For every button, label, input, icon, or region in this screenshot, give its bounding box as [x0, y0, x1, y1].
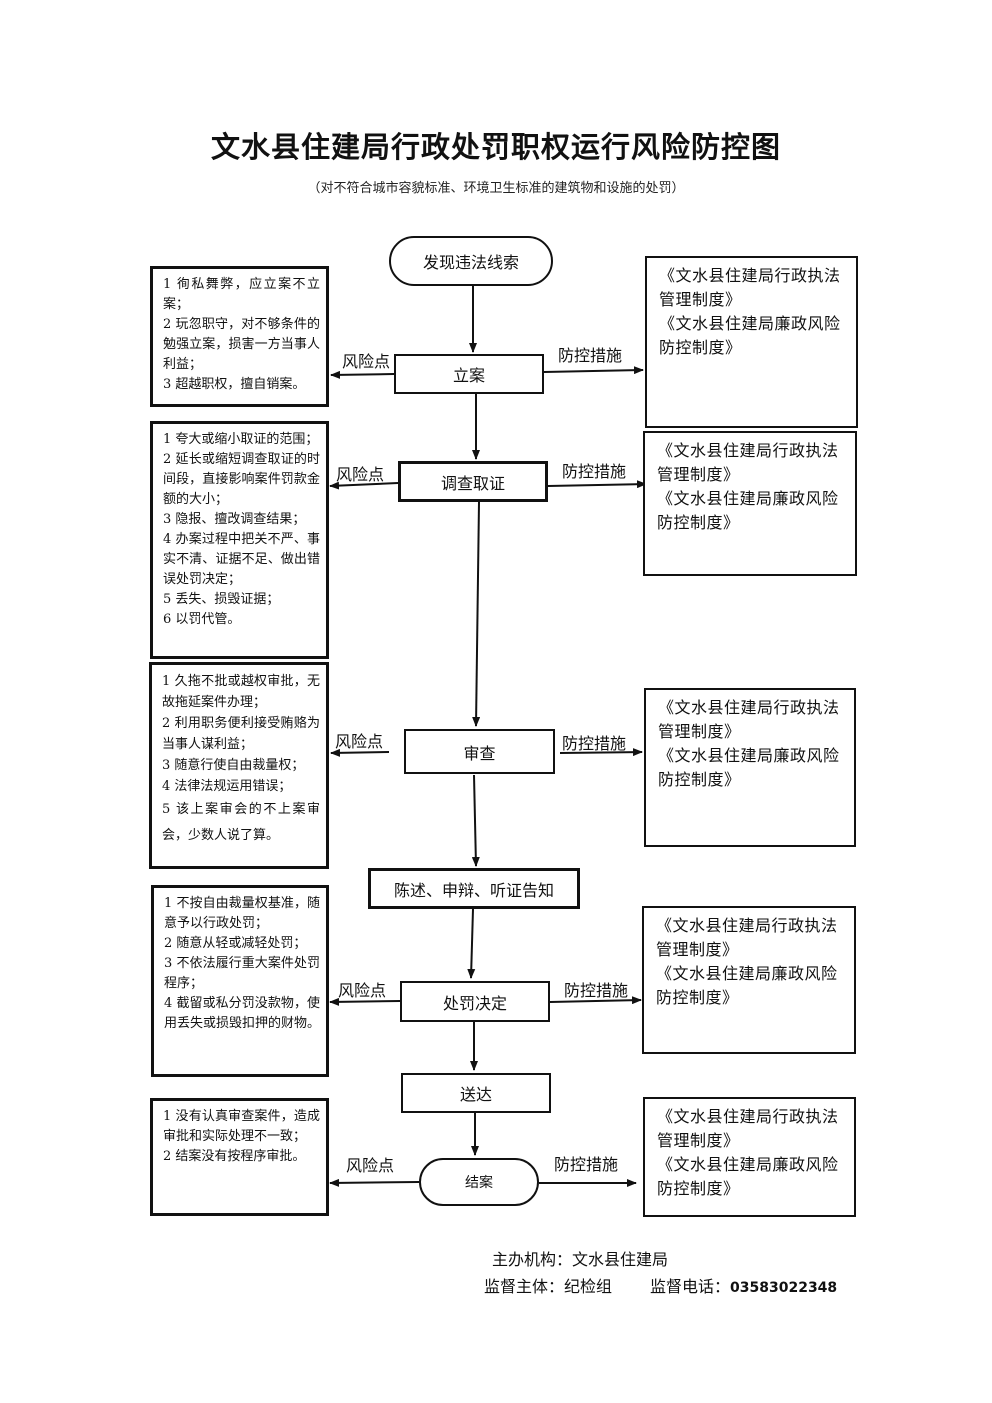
measure-label-diaocha: 防控措施: [562, 462, 627, 481]
arrow-risk-jueding: [329, 997, 401, 1006]
risk-item: 4 办案过程中把关不严、事实不清、证据不足、做出错误处罚决定；: [163, 532, 320, 587]
risk-item: 4 截留或私分罚没款物，使用丢失或损毁扣押的财物。: [164, 996, 321, 1031]
step-jueding: 处罚决定: [400, 981, 550, 1022]
risk-item: 2 利用职务便利接受贿赂为当事人谋利益；: [162, 716, 320, 752]
risk-item: 1 不按自由裁量权基准，随意予以行政处罚；: [164, 896, 320, 931]
footer-org: 主办机构：文水县住建局: [492, 1250, 669, 1269]
risk-item: 3 超越职权，擅自销案。: [163, 377, 306, 392]
step-songda: 送达: [401, 1073, 551, 1113]
measure-box-diaocha: 《文水县住建局行政执法管理制度》 《文水县住建局廉政风险防控制度》: [643, 431, 857, 576]
measure-item: 《文水县住建局行政执法管理制度》: [657, 1107, 839, 1150]
arrow-measure-diaocha: [547, 480, 647, 489]
measure-box-jueding: 《文水县住建局行政执法管理制度》 《文水县住建局廉政风险防控制度》: [642, 906, 856, 1054]
risk-item: 1 没有认真审查案件，造成审批和实际处理不一致；: [163, 1109, 320, 1144]
risk-item: 3 随意行使自由裁量权；: [162, 758, 305, 773]
risk-box-shencha: 1 久拖不批或越权审批，无故拖延案件办理； 2 利用职务便利接受贿赂为当事人谋利…: [149, 662, 329, 869]
measure-box-jiean: 《文水县住建局行政执法管理制度》 《文水县住建局廉政风险防控制度》: [643, 1097, 856, 1217]
risk-box-jueding: 1 不按自由裁量权基准，随意予以行政处罚； 2 随意从轻或减轻处罚； 3 不依法…: [151, 885, 329, 1077]
measure-label-jiean: 防控措施: [554, 1155, 619, 1174]
step-jiean: 结案: [419, 1158, 539, 1206]
risk-item: 1 久拖不批或越权审批，无故拖延案件办理；: [162, 674, 320, 710]
arrow-measure-jueding: [549, 996, 642, 1005]
arrow-diaocha-to-shencha: [472, 501, 481, 727]
measure-label-jueding: 防控措施: [564, 981, 629, 1000]
measure-item: 《文水县住建局廉政风险防控制度》: [657, 1155, 839, 1198]
page-title: 文水县住建局行政处罚职权运行风险防控图: [210, 130, 781, 164]
arrow-shencha-to-chenshu: [471, 774, 480, 867]
step-shencha: 审查: [404, 729, 555, 774]
risk-item: 3 不依法履行重大案件处罚程序；: [164, 956, 320, 991]
measure-box-shencha: 《文水县住建局行政执法管理制度》 《文水县住建局廉政风险防控制度》: [644, 688, 856, 847]
footer-supervisor: 监督主体：纪检组: [484, 1277, 613, 1296]
risk-item: 5 该上案审会的不上案审会，少数人说了算。: [162, 802, 320, 843]
risk-label-lian: 风险点: [342, 352, 391, 371]
page-subtitle: （对不符合城市容貌标准、环境卫生标准的建筑物和设施的处罚）: [307, 181, 685, 196]
risk-item: 2 随意从轻或减轻处罚；: [164, 936, 307, 951]
measure-label-shencha: 防控措施: [562, 734, 627, 753]
arrow-chenshu-to-jueding: [467, 908, 476, 979]
risk-item: 6 以罚代管。: [163, 612, 241, 627]
risk-box-diaocha: 1 夸大或缩小取证的范围； 2 延长或缩短调查取证的时间段，直接影响案件罚款金额…: [150, 421, 329, 659]
arrow-risk-jiean: [329, 1178, 420, 1187]
measure-item: 《文水县住建局廉政风险防控制度》: [656, 964, 838, 1007]
measure-item: 《文水县住建局行政执法管理制度》: [658, 698, 840, 741]
risk-label-diaocha: 风险点: [336, 465, 385, 484]
measure-item: 《文水县住建局行政执法管理制度》: [656, 916, 838, 959]
measure-item: 《文水县住建局廉政风险防控制度》: [659, 314, 841, 357]
risk-label-jiean: 风险点: [346, 1156, 395, 1175]
risk-item: 1 徇私舞弊，应立案不立案；: [163, 277, 320, 312]
measure-item: 《文水县住建局行政执法管理制度》: [659, 266, 841, 309]
arrow-measure-shencha: [559, 748, 643, 757]
risk-box-jiean: 1 没有认真审查案件，造成审批和实际处理不一致； 2 结案没有按程序审批。: [150, 1098, 329, 1216]
measure-item: 《文水县住建局廉政风险防控制度》: [658, 746, 840, 789]
risk-item: 2 延长或缩短调查取证的时间段，直接影响案件罚款金额的大小；: [163, 452, 320, 507]
risk-item: 1 夸大或缩小取证的范围；: [163, 432, 319, 447]
arrow-risk-diaocha: [329, 481, 399, 490]
risk-label-jueding: 风险点: [338, 981, 387, 1000]
arrow-measure-lian: [543, 366, 644, 375]
measure-box-lian: 《文水县住建局行政执法管理制度》 《文水县住建局廉政风险防控制度》: [645, 256, 858, 428]
step-diaocha: 调查取证: [398, 461, 548, 502]
arrow-risk-lian: [330, 370, 395, 379]
risk-item: 3 隐报、擅改调查结果；: [163, 512, 306, 527]
measure-item: 《文水县住建局行政执法管理制度》: [657, 441, 839, 484]
footer-phone: 监督电话：03583022348: [650, 1273, 837, 1297]
step-lian: 立案: [394, 354, 544, 394]
footer-phone-label: 监督电话：: [650, 1277, 731, 1296]
risk-item: 2 玩忽职守，对不够条件的勉强立案，损害一方当事人利益；: [163, 317, 320, 372]
arrow-risk-shencha: [330, 748, 390, 757]
step-start: 发现违法线索: [389, 236, 553, 286]
step-chenshu: 陈述、申辩、听证告知: [368, 868, 580, 909]
risk-label-shencha: 风险点: [335, 732, 384, 751]
footer-phone-number: 03583022348: [730, 1280, 838, 1296]
risk-item: 2 结案没有按程序审批。: [163, 1149, 306, 1164]
risk-item: 5 丢失、损毁证据；: [163, 592, 280, 607]
risk-item: 4 法律法规运用错误；: [162, 779, 292, 794]
measure-item: 《文水县住建局廉政风险防控制度》: [657, 489, 839, 532]
measure-label-lian: 防控措施: [558, 346, 623, 365]
risk-box-lian: 1 徇私舞弊，应立案不立案； 2 玩忽职守，对不够条件的勉强立案，损害一方当事人…: [150, 266, 329, 407]
